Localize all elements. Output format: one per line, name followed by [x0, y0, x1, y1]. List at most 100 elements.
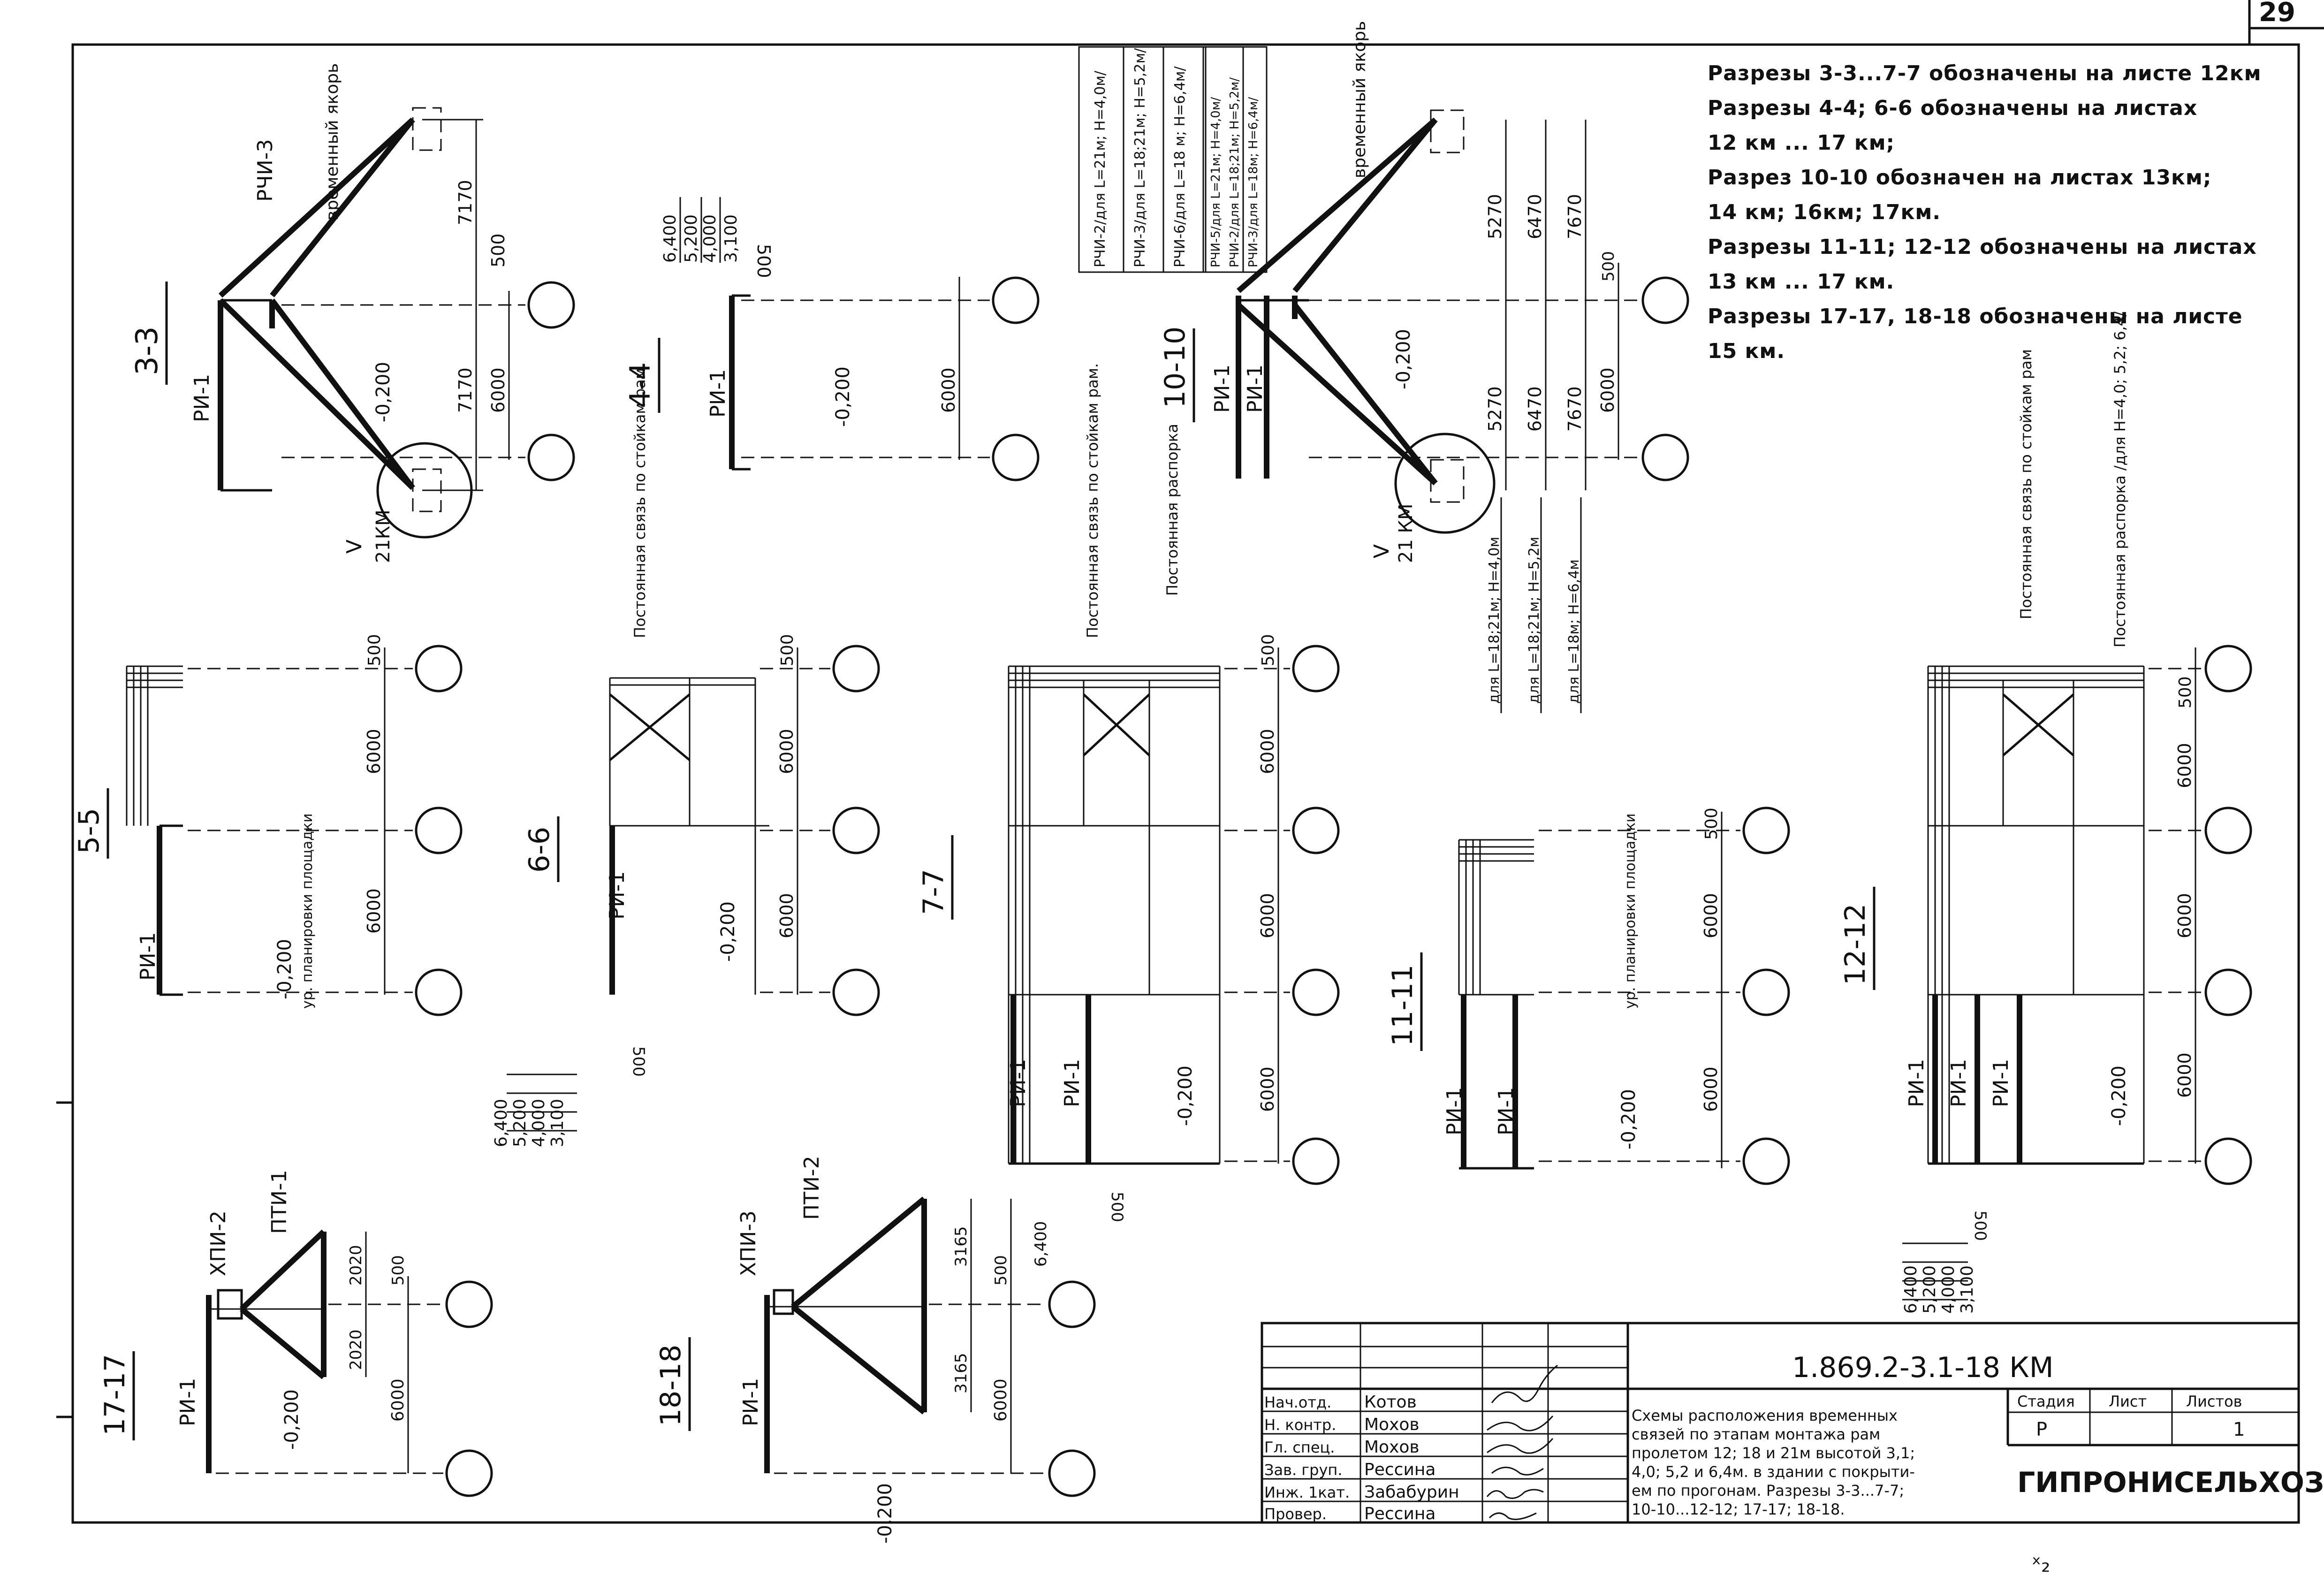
note-line: Разрезы 17-17, 18-18 обозначены на листе [1708, 304, 2243, 328]
heights-stack-4-4: 6,400 5,200 4,000 3,100 [661, 197, 741, 263]
svg-text:500: 500 [488, 233, 509, 267]
svg-text:Нач.отд.: Нач.отд. [1264, 1393, 1331, 1411]
note-line: 13 км ... 17 км. [1708, 270, 1895, 294]
section-title-11-11: 11-11 [1386, 965, 1419, 1046]
svg-text:-0,200: -0,200 [1175, 1066, 1196, 1126]
svg-text:ХПИ-2: ХПИ-2 [206, 1210, 230, 1276]
svg-text:для L=18;21м; Н=4,0м: для L=18;21м; Н=4,0м [1486, 537, 1503, 704]
note-line: 14 км; 16км; 17км. [1708, 200, 1941, 224]
svg-text:-0,200: -0,200 [717, 901, 739, 962]
svg-text:4,000: 4,000 [700, 214, 720, 263]
svg-text:Листов: Листов [2186, 1393, 2242, 1410]
svg-text:РИ-1: РИ-1 [1243, 365, 1267, 413]
svg-text:Р: Р [2036, 1419, 2047, 1440]
svg-text:6000: 6000 [1257, 729, 1278, 774]
svg-text:Котов: Котов [1364, 1393, 1417, 1412]
svg-text:Мохов: Мохов [1364, 1438, 1420, 1457]
svg-text:500: 500 [2176, 676, 2195, 708]
svg-text:500: 500 [1599, 251, 1618, 282]
svg-text:6,400: 6,400 [1901, 1265, 1921, 1314]
svg-text:3,100: 3,100 [1958, 1265, 1977, 1314]
svg-text:4,000: 4,000 [529, 1099, 548, 1147]
general-notes: Разрезы 3-3...7-7 обозначены на листе 12… [1708, 56, 2289, 369]
svg-text:-0,200: -0,200 [874, 1483, 896, 1544]
brace-label-table: РЧИ-2/для L=21м; Н=4,0м/ РЧИ-3/для L=18;… [1078, 46, 1244, 273]
section-17-17: 17-17 РИ-1 ХПИ-2 ПТИ-1 -0,200 2020 2020 … [99, 1170, 493, 1497]
svg-text:РИ-1: РИ-1 [1947, 1059, 1971, 1107]
section-title-12-12: 12-12 [1839, 904, 1872, 985]
note-line: Разрезы 11-11; 12-12 обозначены на листа… [1708, 235, 2257, 259]
section-title-3-3: 3-3 [130, 326, 165, 375]
svg-text:Мохов: Мохов [1364, 1415, 1420, 1434]
svg-text:500: 500 [1259, 634, 1278, 666]
svg-text:6000: 6000 [776, 893, 797, 938]
svg-text:Постоянная связь по стойкам ра: Постоянная связь по стойкам рам. [1084, 363, 1101, 638]
svg-text:связей по этапам монтажа рам: связей по этапам монтажа рам [1632, 1425, 1880, 1443]
svg-text:5270: 5270 [1485, 386, 1505, 432]
svg-text:для L=18м; Н=6,4м: для L=18м; Н=6,4м [1566, 559, 1582, 704]
section-5-5: 5-5 РИ-1 -0,200 ур. планировки площадки … [73, 634, 463, 1016]
svg-text:РИ-1: РИ-1 [1443, 1087, 1466, 1135]
svg-text:РИ-1: РИ-1 [739, 1378, 763, 1426]
svg-text:2020: 2020 [347, 1329, 365, 1370]
section-title-18-18: 18-18 [654, 1345, 687, 1426]
section-7-7: 7-7 РИ-1 РИ-1 -0,200 Постоянная связь по… [917, 363, 1340, 1222]
page-number: 29 [2259, 0, 2295, 28]
svg-text:6,400: 6,400 [661, 214, 680, 263]
svg-text:Зав. груп.: Зав. груп. [1264, 1461, 1342, 1479]
svg-text:500: 500 [778, 634, 797, 666]
organization-name: ГИПРОНИСЕЛЬХОЗ [2017, 1466, 2324, 1499]
svg-text:6000: 6000 [1701, 1066, 1721, 1112]
svg-text:5,200: 5,200 [1920, 1265, 1939, 1314]
svg-text:РЧИ-2/для L=18;21м; Н=5,2м/: РЧИ-2/для L=18;21м; Н=5,2м/ [1228, 77, 1242, 267]
heights-stack-6-6: 6,400 5,200 4,000 3,100 [492, 1073, 577, 1147]
svg-text:6470: 6470 [1525, 386, 1545, 432]
svg-text:6,400: 6,400 [1032, 1221, 1050, 1267]
svg-text:6,400: 6,400 [492, 1099, 511, 1147]
section-3-3: 3-3 РИ-1 РЧИ-3 временный якорь -0,200 V … [130, 63, 575, 563]
svg-text:6000: 6000 [1597, 367, 1618, 413]
svg-text:РИ-1: РИ-1 [1494, 1087, 1518, 1135]
svg-text:Схемы расположения временных: Схемы расположения временных [1632, 1407, 1898, 1424]
svg-text:6000: 6000 [364, 729, 384, 774]
section-title-10-10: 10-10 [1159, 327, 1192, 408]
svg-text:ХПИ-3: ХПИ-3 [737, 1210, 760, 1276]
svg-text:временный якорь: временный якорь [1350, 21, 1369, 178]
svg-text:7670: 7670 [1565, 194, 1585, 239]
svg-text:РИ-1: РИ-1 [605, 871, 629, 920]
svg-text:1: 1 [2233, 1419, 2245, 1440]
svg-text:500: 500 [629, 1046, 648, 1077]
svg-text:Стадия: Стадия [2017, 1393, 2075, 1410]
heights-stack-12-12: 6,400 5,200 4,000 3,100 [1901, 1242, 1977, 1314]
corner-mark: ˣ₂ [2031, 1551, 2051, 1577]
svg-text:4,000: 4,000 [1939, 1265, 1958, 1314]
svg-text:6000: 6000 [2174, 893, 2195, 938]
section-title-6-6: 6-6 [523, 827, 556, 873]
col-label: РИ-1 [190, 374, 214, 422]
svg-text:6000: 6000 [1257, 893, 1278, 938]
section-6-6: 6-6 РИ-1 -0,200 Постоянная связь по стой… [492, 363, 880, 1147]
svg-text:10-10...12-12; 17-17; 18-18.: 10-10...12-12; 17-17; 18-18. [1632, 1500, 1845, 1518]
svg-text:500: 500 [365, 634, 384, 666]
svg-text:РЧИ-5/для L=21м; Н=4,0м/: РЧИ-5/для L=21м; Н=4,0м/ [1209, 97, 1223, 267]
svg-text:-0,200: -0,200 [1618, 1089, 1640, 1149]
note-line: Разрезы 3-3...7-7 обозначены на листе 12… [1708, 61, 2262, 85]
svg-text:Н. контр.: Н. контр. [1264, 1416, 1336, 1434]
svg-text:Гл. спец.: Гл. спец. [1264, 1439, 1335, 1456]
title-block: 1.869.2-3.1-18 КМ Нач.отд. Н. контр. Гл.… [1261, 1322, 2324, 1524]
svg-text:3165: 3165 [952, 1226, 971, 1267]
brace-label: РЧИ-3 [253, 139, 277, 202]
svg-text:-0,200: -0,200 [2108, 1066, 2130, 1126]
svg-text:ур. планировки площадки: ур. планировки площадки [299, 813, 316, 1009]
section-12-12: 12-12 РИ-1 РИ-1 РИ-1 -0,200 Постоянная с… [1839, 312, 2252, 1314]
svg-text:РЧИ-2/для L=21м; Н=4,0м/: РЧИ-2/для L=21м; Н=4,0м/ [1092, 70, 1109, 267]
svg-text:Лист: Лист [2109, 1393, 2147, 1410]
svg-text:6000: 6000 [488, 367, 509, 413]
svg-text:21 КМ: 21 КМ [1395, 503, 1417, 563]
svg-text:РЧИ-3/для L=18;21м; Н=5,2м/: РЧИ-3/для L=18;21м; Н=5,2м/ [1132, 48, 1148, 267]
note-line: 12 км ... 17 км; [1708, 131, 1895, 155]
svg-text:пролетом 12; 18 и 21м высотой: пролетом 12; 18 и 21м высотой 3,1; [1632, 1444, 1915, 1462]
svg-text:-0,200: -0,200 [832, 366, 854, 427]
node-label: V [342, 540, 366, 554]
section-title-4-4: 4-4 [624, 362, 657, 408]
